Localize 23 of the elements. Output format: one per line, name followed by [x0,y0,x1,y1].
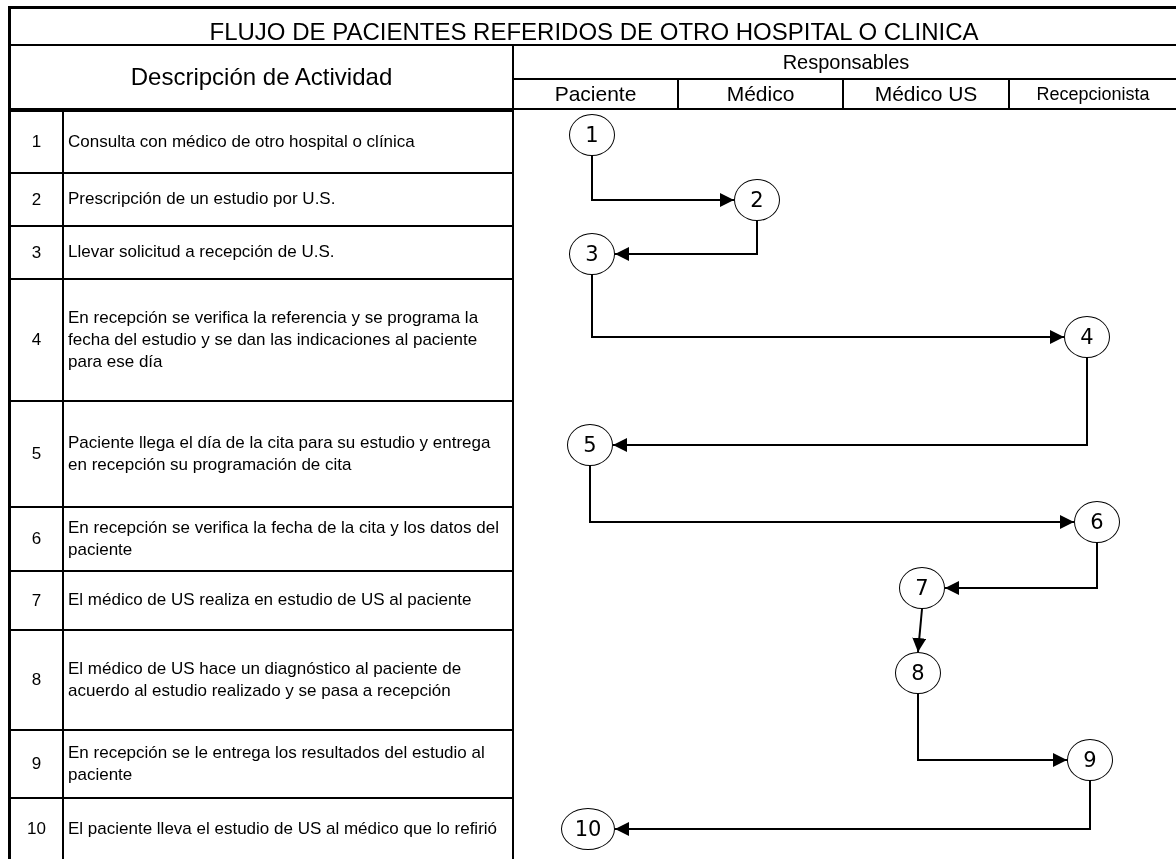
arrow [912,608,927,653]
step-circle: 10 [561,808,615,850]
arrow [944,542,1098,595]
arrow [589,465,1075,529]
column-header: Descripción de Actividad [8,44,514,110]
step-circle: 9 [1067,739,1113,781]
arrow [591,274,1065,344]
step-circle: 8 [895,652,941,694]
step-circle: 6 [1074,501,1120,543]
step-circle: 2 [734,179,780,221]
step-circle: 4 [1064,316,1110,358]
step-circle: 5 [567,424,613,466]
step-circle: 7 [899,567,945,609]
diagram-title: FLUJO DE PACIENTES REFERIDOS DE OTRO HOSPITAL O CLINICA [8,6,1176,46]
arrow [612,357,1088,452]
arrow [614,780,1091,836]
step-circle: 1 [569,114,615,156]
arrow [591,155,735,207]
step-circle: 3 [569,233,615,275]
arrow [917,693,1068,767]
arrow [614,220,758,261]
row-number: 1 [8,110,64,174]
activity-description: Consulta con médico de otro hospital o clínica [62,110,514,174]
